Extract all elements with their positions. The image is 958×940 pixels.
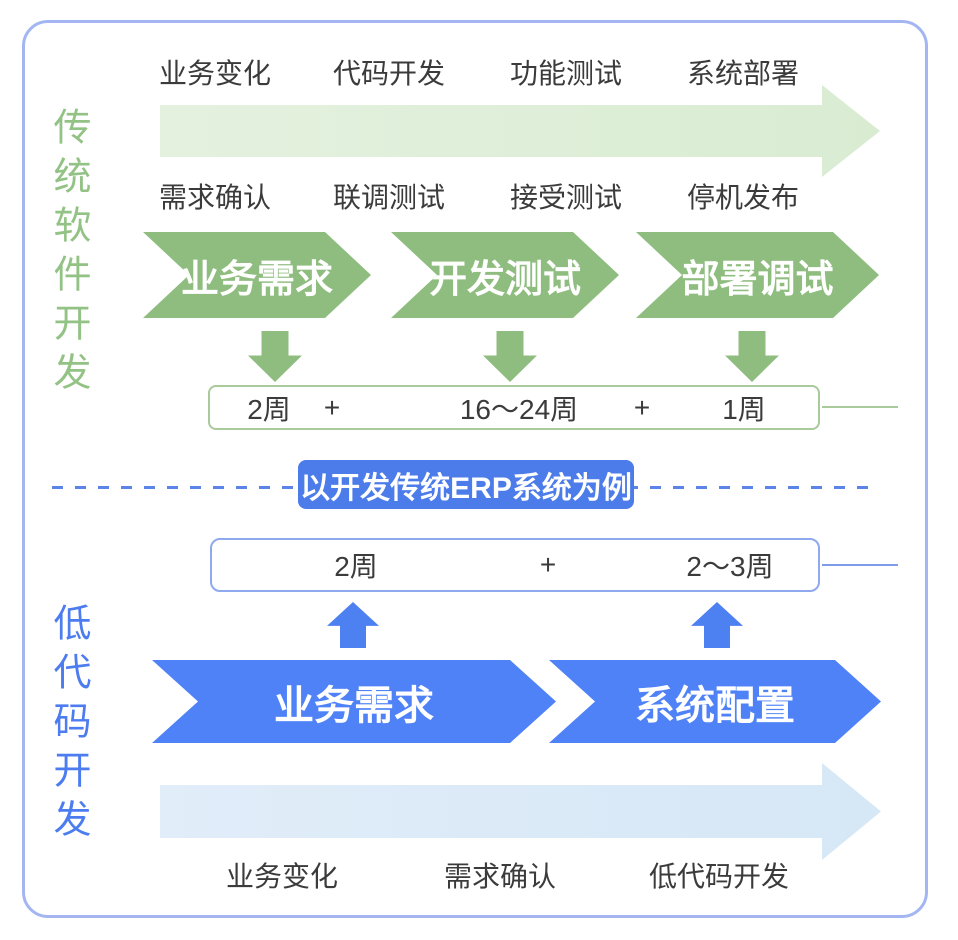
trad-top-label-4: 系统部署 <box>686 58 799 89</box>
trad-stage-chevron-1: 业务需求 <box>143 232 371 318</box>
plus-sign: + <box>539 549 557 580</box>
lowcode-duration-value: 2～3周 <box>686 551 774 582</box>
trad-duration-value: 1周 <box>722 393 766 425</box>
trad-duration-box: 2周 + 16～24周 + 1周 <box>208 385 820 430</box>
trad-stage-chevron-2: 开发测试 <box>391 232 619 318</box>
trad-bottom-label-3: 接受测试 <box>509 182 622 213</box>
trad-bottom-label-1: 需求确认 <box>158 182 271 213</box>
trad-top-label-2: 代码开发 <box>332 58 445 89</box>
lowcode-section-title: 低代码开发 <box>47 603 89 848</box>
trad-top-label-3: 功能测试 <box>509 58 622 89</box>
lowcode-label-1: 业务变化 <box>225 861 338 892</box>
trad-box-connector-line <box>822 406 898 408</box>
plus-sign: + <box>323 391 341 423</box>
example-badge: 以开发传统ERP系统为例 <box>298 460 634 509</box>
lowcode-stage-chevron-2: 系统配置 <box>549 660 881 743</box>
trad-bottom-label-4: 停机发布 <box>686 182 799 213</box>
outer-frame <box>22 20 928 918</box>
trad-top-label-1: 业务变化 <box>158 58 271 89</box>
lowcode-duration-value: 2周 <box>334 551 378 582</box>
plus-sign: + <box>633 391 651 423</box>
lowcode-label-2: 需求确认 <box>443 861 556 892</box>
lowcode-box-connector-line <box>822 564 898 566</box>
trad-duration-value: 16～24周 <box>459 393 579 425</box>
traditional-section-title: 传统软件开发 <box>47 107 89 401</box>
lowcode-duration-box: 2周 + 2～3周 <box>210 538 820 592</box>
lowcode-label-3: 低代码开发 <box>648 861 789 892</box>
trad-bottom-label-2: 联调测试 <box>332 182 445 213</box>
lowcode-stage-chevron-1: 业务需求 <box>152 660 556 743</box>
trad-duration-value: 2周 <box>247 393 291 425</box>
